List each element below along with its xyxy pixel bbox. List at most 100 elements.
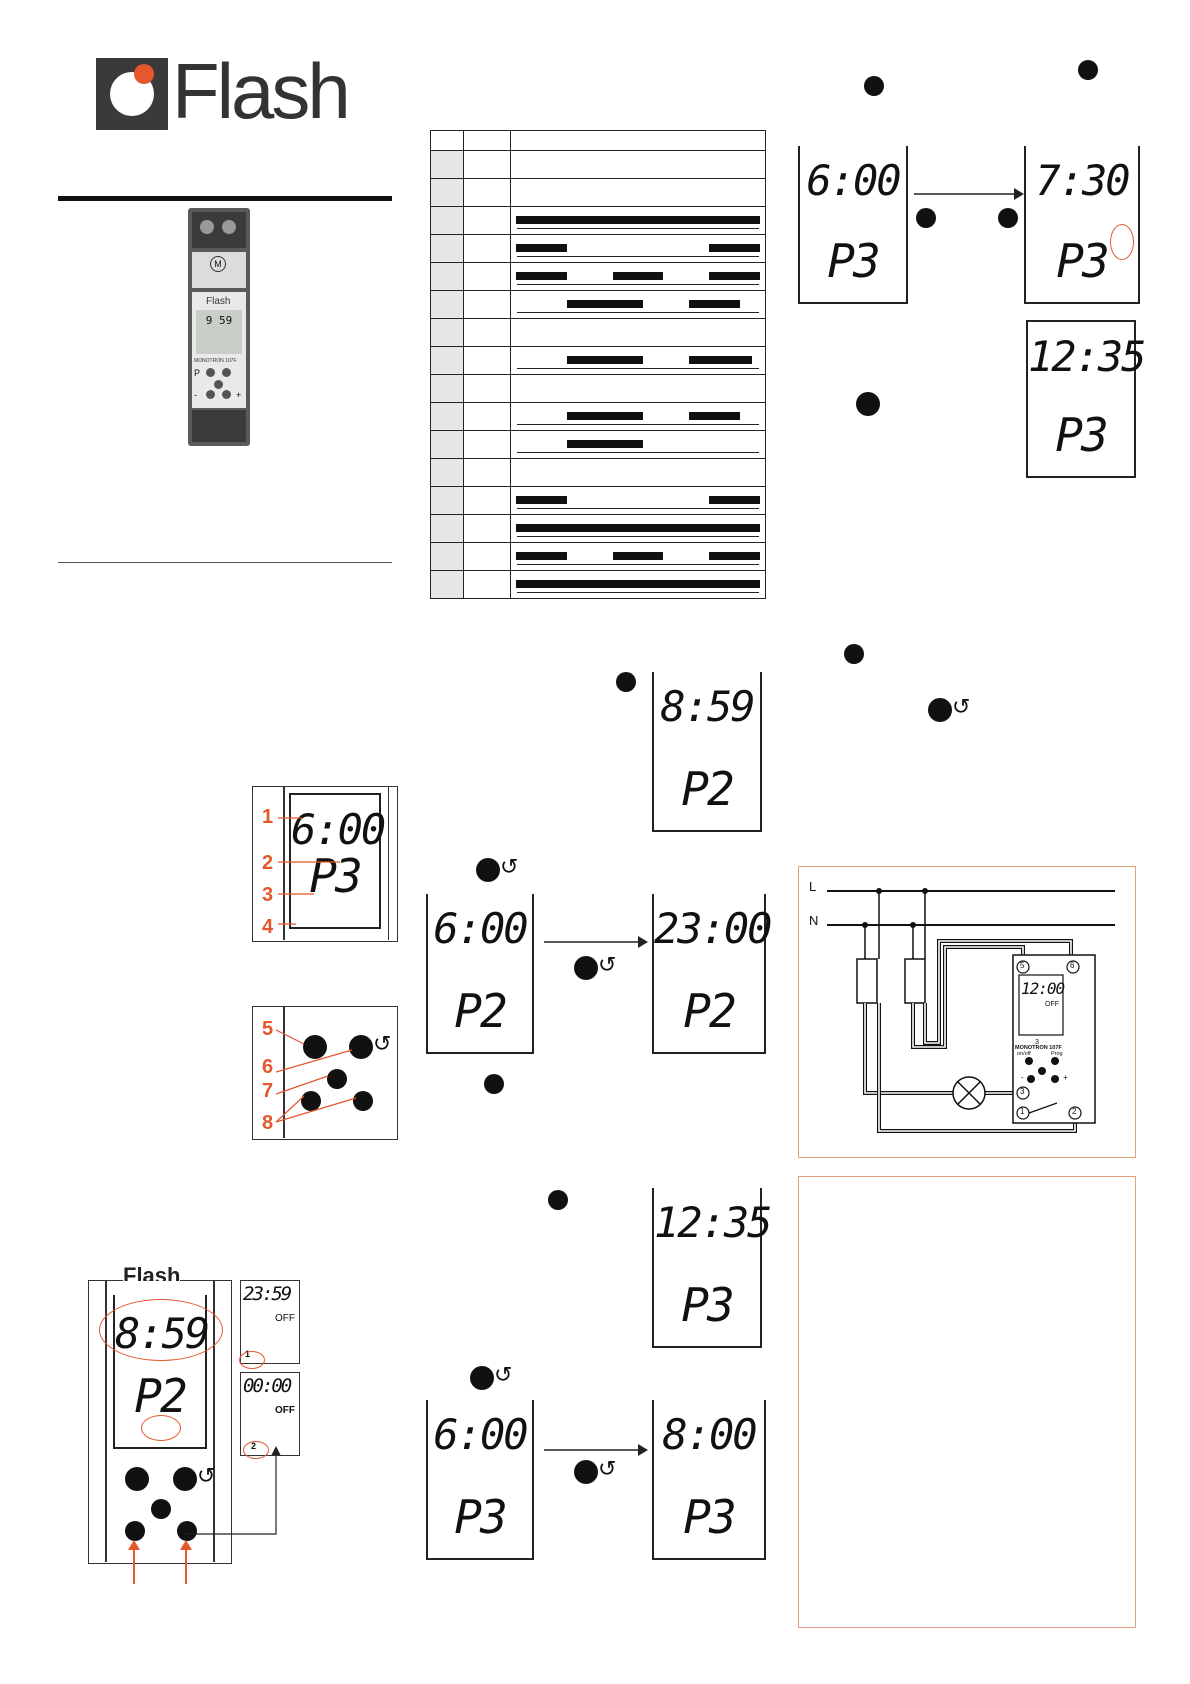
line-l-label: L [809,879,817,894]
wiring-diagram [827,888,1115,1133]
minus-button[interactable] [125,1521,145,1541]
plus-button[interactable] [353,1091,373,1111]
timeline-baseline [517,452,759,453]
lcd-mid-after: 23:00 P2 [652,894,772,1054]
timeline-baseline [517,592,759,593]
program-table-row [430,374,766,403]
program-table-label-cell [463,374,511,403]
timeline-on-bar [566,440,644,448]
prog-button[interactable] [349,1035,373,1059]
legend-number-8: 8 [262,1112,274,1134]
highlight-index-ellipse [239,1351,265,1369]
program-table-group-cell [430,374,464,403]
program-table-header-cell [510,130,766,151]
program-table-row [430,206,766,235]
legend-number-1: 1 [262,806,274,828]
program-table-row [430,514,766,543]
wiring-diagram-box: L N 5 6 3 1 2 12:00 OFF 3 MONOTRON 107F … [798,866,1136,1158]
timeline-on-bar [566,412,644,420]
legend-number-6: 6 [262,1056,274,1078]
program-table-group-cell [430,514,464,543]
onoff-button[interactable] [303,1035,327,1059]
lcd-low-before: 6:00 P3 [426,1400,534,1560]
prog-rotate-icon: ↺ [952,694,971,719]
program-table-row [430,542,766,571]
wiring-key-prog: Prog [1051,1051,1063,1057]
program-table [430,130,766,599]
lcd-low-after: 8:00 P3 [652,1400,766,1560]
timeline-on-bar [709,496,760,504]
program-table-label-cell [463,402,511,431]
step-bullet [998,208,1018,228]
device-face-brand: Flash [123,1267,181,1281]
wiring-key-minus: - [1021,1073,1024,1082]
timeline-baseline [517,424,759,425]
program-table-label-cell [463,346,511,375]
program-table-label-cell [463,430,511,459]
lcd-top-before: 6:00 P3 [798,146,908,304]
program-table-group-cell [430,206,464,235]
timeline-on-bar [516,216,760,224]
timeline-baseline [517,284,759,285]
program-table-label-cell [463,262,511,291]
terminal-1: 1 [1020,1107,1025,1116]
program-table-timeline-cell [510,206,766,235]
press-arrows [128,1540,192,1584]
program-table-timeline-cell [510,318,766,347]
minus-button[interactable] [301,1091,321,1111]
highlight-circle [1110,224,1134,260]
prog-button-ref [470,1366,494,1390]
plus-button[interactable] [177,1521,197,1541]
onoff-button[interactable] [125,1467,149,1491]
device-face: Flash 8:59 P2 ↺ [88,1267,232,1564]
timeline-on-bar [516,580,760,588]
device-button [206,390,215,399]
device-photo: M Flash 9 59 MONOTRON 107F P - + [188,208,250,446]
program-table-timeline-cell [510,570,766,599]
timeline-on-bar [566,300,644,308]
lcd-low-single: 12:35 P3 [652,1188,772,1348]
program-table-group-cell [430,234,464,263]
prog-button[interactable] [173,1467,197,1491]
device-key-plus: + [236,390,242,400]
program-table-timeline-cell [510,346,766,375]
center-button[interactable] [327,1069,347,1089]
program-table-timeline-cell [510,262,766,291]
step-bullet [844,644,864,664]
program-table-group-cell [430,318,464,347]
program-table-header-cell [430,130,464,151]
timeline-baseline [517,368,759,369]
program-table-timeline-cell [510,150,766,179]
program-table-group-cell [430,570,464,599]
program-table-label-cell [463,486,511,515]
timeline-on-bar [516,524,760,532]
program-table-row [430,150,766,179]
timeline-baseline [517,228,759,229]
program-table-row [430,430,766,459]
header-rule [58,196,392,201]
timeline-on-bar [516,496,567,504]
prog-rotate-icon: ↺ [494,1362,513,1387]
timeline-on-bar [516,552,567,560]
timeline-on-bar [612,272,664,280]
timeline-baseline [517,312,759,313]
brand-logo: Flash [96,52,356,130]
terminal-3: 3 [1020,1087,1025,1096]
program-table-label-cell [463,542,511,571]
program-table-timeline-cell [510,514,766,543]
wiring-screen-time: 12:00 [1021,979,1065,998]
section-rule [58,562,392,563]
program-table-row [430,234,766,263]
prog-rotate-icon: ↺ [598,1456,617,1481]
timeline-baseline [517,256,759,257]
step-bullet [548,1190,568,1210]
arrow-icon [544,936,648,948]
program-table-label-cell [463,514,511,543]
arrow-icon [544,1444,648,1456]
line-n-label: N [809,913,819,928]
legend-number-7: 7 [262,1080,274,1102]
program-table-group-cell [430,402,464,431]
center-button[interactable] [151,1499,171,1519]
notes-box [798,1176,1136,1628]
program-table-header [430,130,766,151]
